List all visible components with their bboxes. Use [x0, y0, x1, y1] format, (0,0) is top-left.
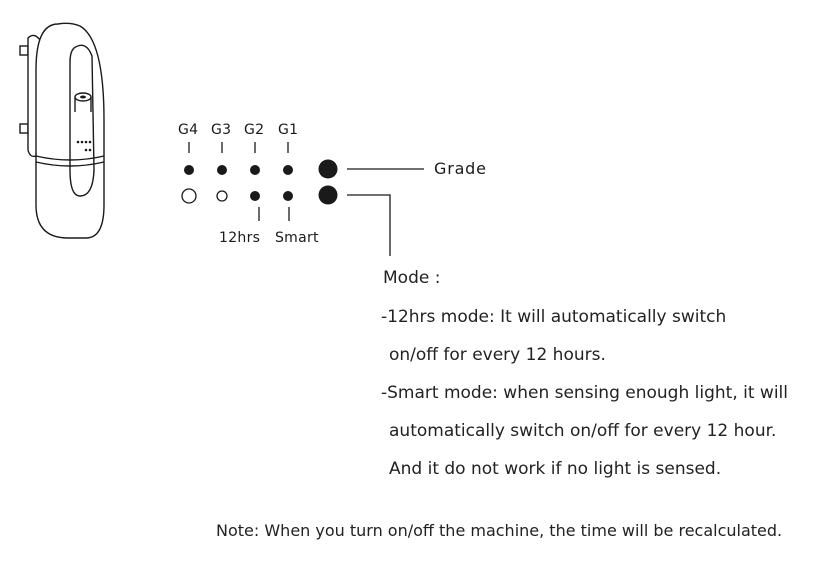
mode-indicator-row: [181, 185, 338, 205]
grade-label-g1: G1: [278, 122, 299, 138]
mode-leader-line: [347, 194, 391, 256]
mode-description-line: -Smart mode: when sensing enough light, …: [381, 383, 788, 403]
mode-description-line: -12hrs mode: It will automatically switc…: [381, 307, 727, 327]
mode-label-smart: Smart: [275, 230, 319, 246]
grade-led-g3: [217, 165, 227, 175]
grade-led-g4: [184, 165, 194, 175]
mode-led-empty-large: [181, 188, 197, 204]
grade-led-g2: [250, 165, 260, 175]
mode-heading: Mode :: [383, 268, 441, 288]
body-seam: [35, 155, 105, 161]
grade-tick-marks: [188, 142, 289, 153]
grade-button: [318, 159, 338, 179]
grade-label-g3: G3: [211, 122, 232, 138]
grade-label-g2: G2: [244, 122, 265, 138]
mode-tick-marks: [258, 207, 290, 221]
plug-prong: [19, 45, 29, 56]
mode-description-line: And it do not work if no light is sensed…: [389, 459, 722, 479]
mist-nozzle-inner: [80, 95, 86, 99]
mode-led-12hrs: [250, 191, 260, 201]
body-seam: [35, 161, 105, 167]
mode-led-smart: [283, 191, 293, 201]
grade-label-g4: G4: [178, 122, 199, 138]
diffuser-device-illustration: [19, 22, 105, 239]
mode-label-12hrs: 12hrs: [219, 230, 261, 246]
mode-description-line: automatically switch on/off for every 12…: [389, 421, 777, 441]
front-panel: [69, 44, 95, 197]
recalculation-note: Note: When you turn on/off the machine, …: [216, 521, 783, 540]
plug-prong: [19, 123, 29, 134]
device-indicator-dots: [76, 140, 92, 152]
mode-led-empty-small: [216, 190, 228, 202]
grade-caption: Grade: [434, 159, 487, 178]
mode-button: [318, 185, 338, 205]
grade-indicator-row: [184, 159, 338, 179]
grade-led-g1: [283, 165, 293, 175]
mode-description-line: on/off for every 12 hours.: [389, 345, 606, 365]
